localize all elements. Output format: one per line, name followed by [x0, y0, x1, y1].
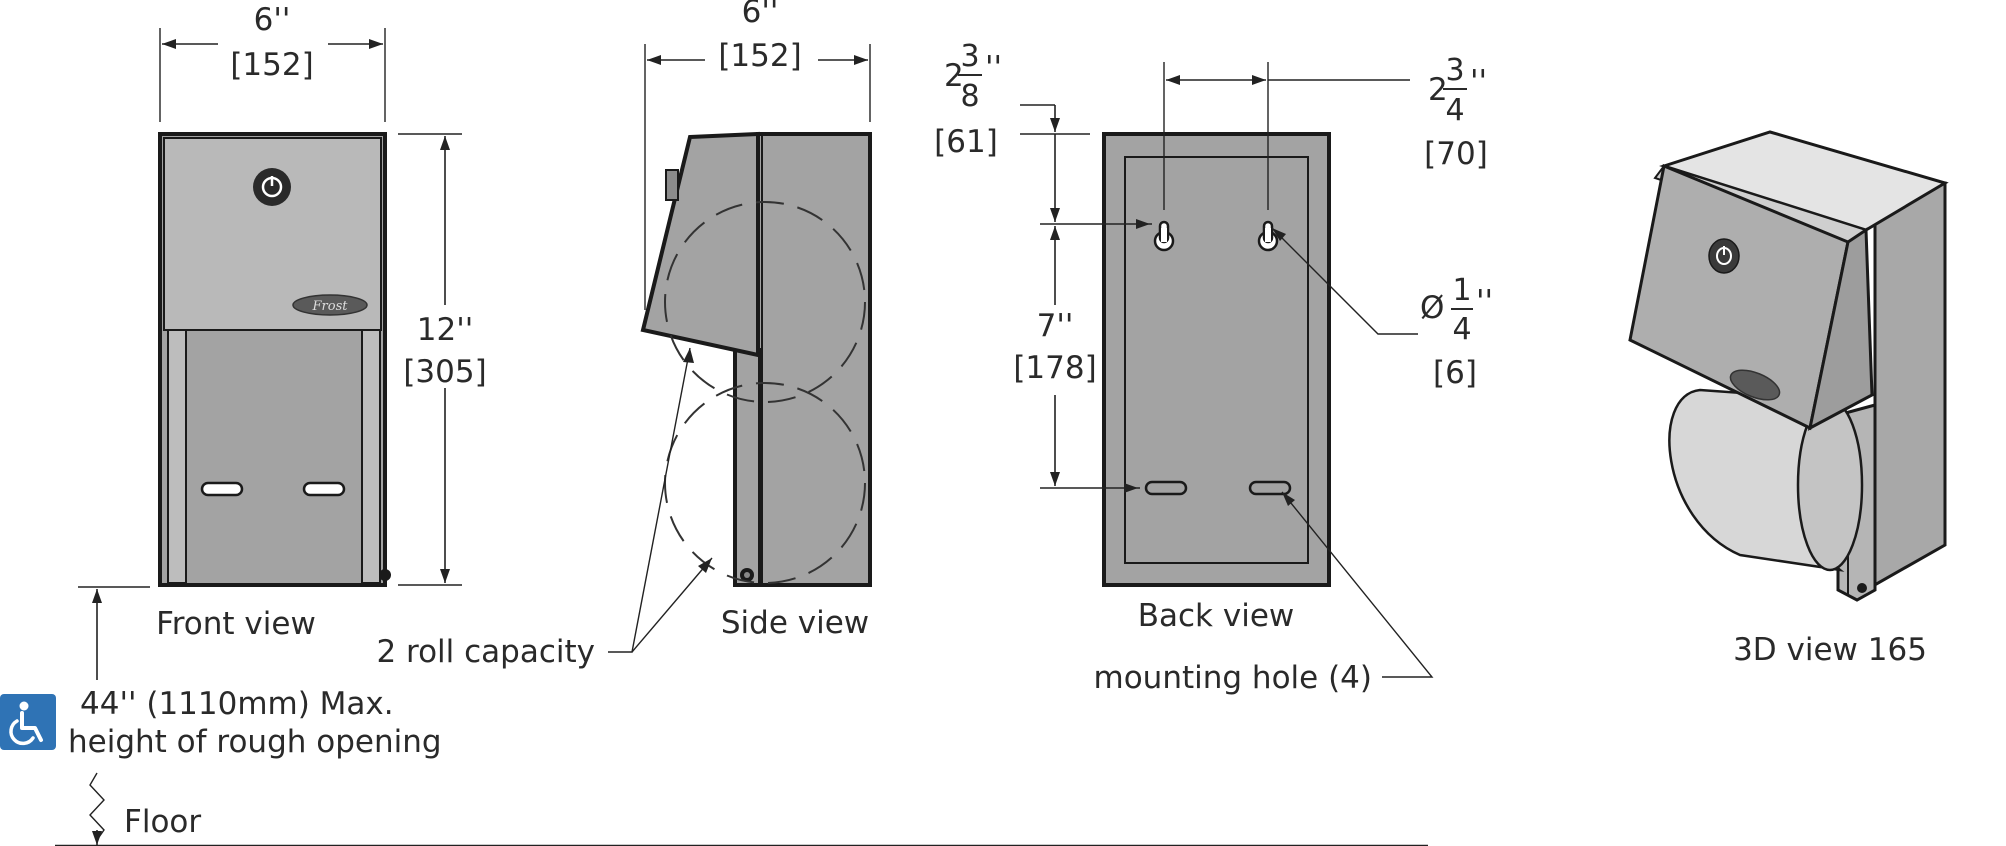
- height-inches: 12'': [417, 312, 474, 348]
- 3d-view-label: 3D view 165: [1733, 632, 1927, 668]
- back-slot-right: [1248, 480, 1292, 496]
- frost-logo: Frost: [292, 294, 368, 316]
- svg-text:[61]: [61]: [934, 124, 998, 160]
- side-view: 6'' [152] Side view: [640, 0, 872, 641]
- keyhole-right: [1257, 220, 1279, 252]
- svg-text:4: 4: [1452, 312, 1471, 347]
- svg-text:'': '': [985, 50, 1002, 86]
- side-width-inches: 6'': [742, 0, 779, 30]
- svg-text:Frost: Frost: [312, 299, 349, 314]
- svg-text:4: 4: [1445, 93, 1464, 128]
- side-roll-upper: [664, 201, 866, 403]
- svg-text:2: 2: [944, 58, 964, 94]
- side-width-mm: [152]: [718, 38, 801, 74]
- hole-diameter-dimension: Ø 1 4 '' [6]: [1271, 227, 1493, 391]
- 3d-frost-logo: [1729, 369, 1781, 401]
- isometric-3d-view: 3D view 165: [1628, 130, 1949, 668]
- roll-capacity-callout: 2 roll capacity: [376, 347, 713, 670]
- mounting-hole-label: mounting hole (4): [1094, 660, 1372, 696]
- back-view: 2 3 8 '' [61] 2 3 4 '' [70] 7'' [178] Ø …: [934, 39, 1493, 696]
- vertical-spacing-mm: [178]: [1013, 350, 1096, 386]
- power-button-icon: [253, 168, 291, 206]
- side-roll-lower: [664, 382, 866, 584]
- 3d-roll: [1668, 388, 1864, 572]
- svg-text:1: 1: [1452, 273, 1471, 308]
- svg-text:3: 3: [960, 39, 979, 74]
- top-offset-dimension: 2 3 8 '' [61]: [934, 39, 1002, 160]
- side-view-label: Side view: [721, 605, 869, 641]
- front-view: 6'' [152] 12'' [305] Frost: [156, 2, 487, 642]
- svg-text:[70]: [70]: [1424, 136, 1488, 172]
- front-slot-left: [200, 481, 244, 497]
- svg-text:Ø: Ø: [1420, 290, 1444, 326]
- back-inner-panel: [1124, 156, 1309, 564]
- side-rear-body: [756, 132, 872, 587]
- svg-text:'': '': [1470, 64, 1487, 100]
- hole-spacing-dimension: 2 3 4 '' [70]: [1424, 53, 1488, 172]
- keyhole-left: [1153, 220, 1175, 252]
- height-mm: [305]: [403, 354, 486, 390]
- mounting-height-section: 44'' (1110mm) Max. height of rough openi…: [0, 586, 1428, 846]
- roll-capacity-label: 2 roll capacity: [376, 634, 595, 670]
- back-slot-left: [1144, 480, 1188, 496]
- front-slot-right: [302, 481, 346, 497]
- max-height-line1: 44'' (1110mm) Max.: [80, 686, 394, 722]
- front-width-mm: [152]: [230, 47, 313, 83]
- back-view-label: Back view: [1138, 598, 1295, 634]
- floor-label: Floor: [124, 804, 201, 840]
- front-view-label: Front view: [156, 606, 316, 642]
- accessibility-icon: [0, 694, 56, 750]
- svg-text:'': '': [1476, 284, 1493, 320]
- front-width-inches: 6'': [254, 2, 291, 38]
- svg-text:3: 3: [1445, 53, 1464, 88]
- svg-text:2: 2: [1428, 72, 1448, 108]
- svg-text:[6]: [6]: [1433, 355, 1477, 391]
- vertical-spacing-inches: 7'': [1037, 308, 1074, 344]
- max-height-line2: height of rough opening: [68, 724, 442, 760]
- svg-text:8: 8: [960, 79, 979, 114]
- 3d-power-button-icon: [1708, 238, 1740, 274]
- side-lid: [640, 131, 760, 358]
